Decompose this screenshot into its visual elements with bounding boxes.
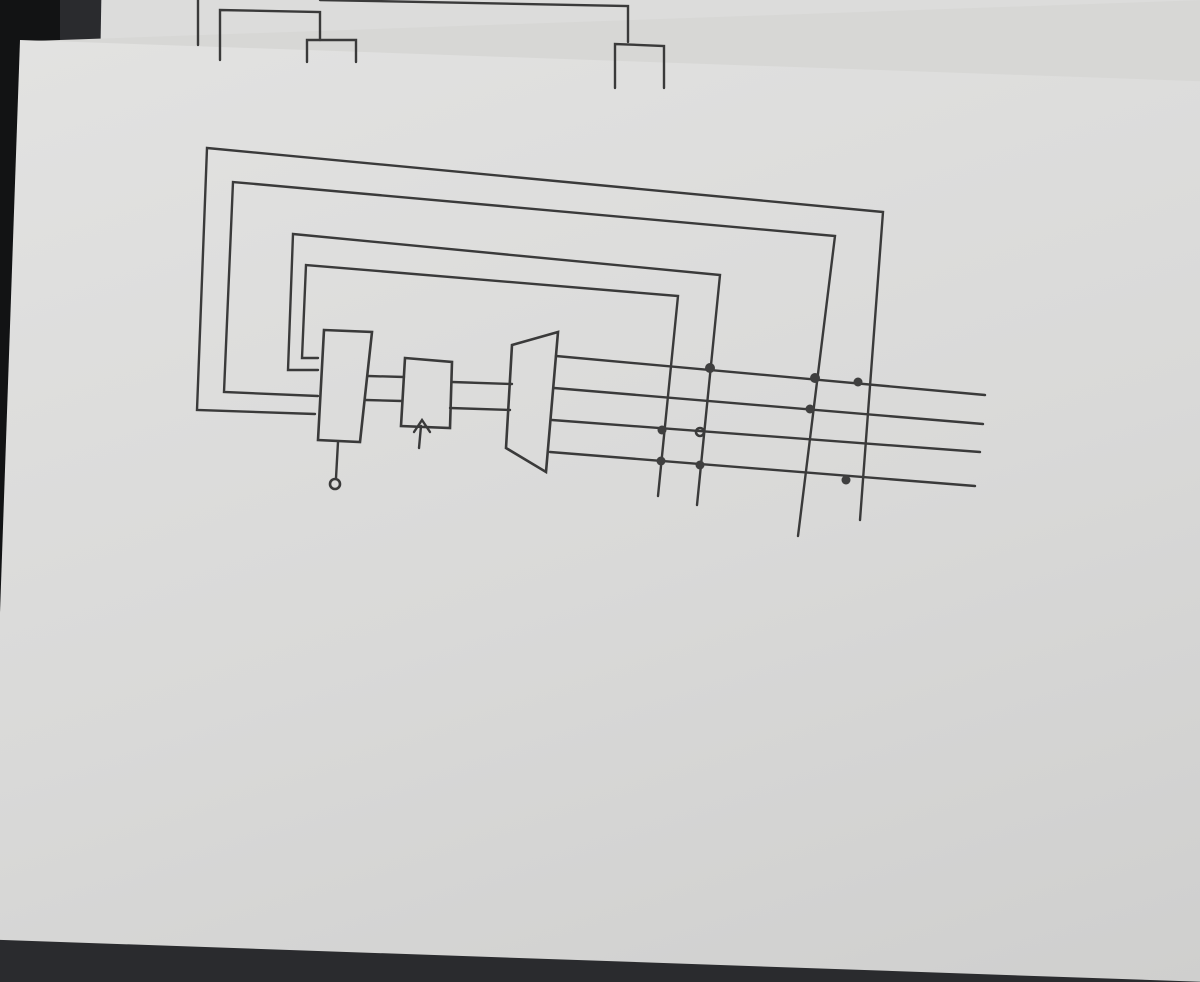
feedback-wires [195, 146, 885, 538]
flip-flop [399, 356, 454, 450]
back-sheet-drawing [196, 0, 666, 90]
circuit-diagram [195, 0, 987, 538]
decoder-output-lines [548, 354, 987, 488]
decoder [504, 330, 560, 475]
junction-dots [656, 363, 863, 485]
mux [316, 328, 374, 491]
